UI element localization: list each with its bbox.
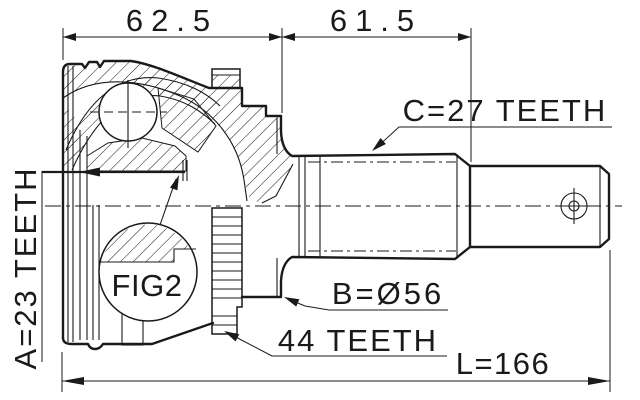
detail-balloon: FIG2	[98, 175, 198, 322]
housing-diameter-text: B=Ø56	[332, 276, 444, 311]
ball-bearing	[90, 80, 167, 148]
outer-spline-text: C=27 TEETH	[403, 93, 608, 128]
callout-inner-spline: A=23 TEETH	[8, 167, 185, 370]
dim-length-text: L=166	[456, 346, 551, 381]
dimension-housing-width: 62.5	[62, 3, 283, 113]
abs-ring-text: 44 TEETH	[278, 323, 438, 358]
abs-tone-ring	[211, 68, 243, 335]
callout-outer-spline: C=27 TEETH	[372, 93, 612, 151]
tone-ring-teeth	[212, 216, 242, 326]
inner-spline-bore-lines	[67, 66, 188, 342]
dimension-spline-section: 61.5	[282, 3, 472, 162]
dim-62-5-text: 62.5	[126, 3, 218, 38]
inner-spline-text: A=23 TEETH	[8, 167, 43, 370]
bearing-cage-curves	[62, 77, 294, 204]
callout-housing-diameter: B=Ø56	[284, 276, 448, 311]
detail-leader-arrowhead	[170, 175, 179, 191]
callout-abs-ring: 44 TEETH	[224, 323, 447, 358]
detail-balloon-label: FIG2	[112, 268, 183, 303]
dim-61-5-text: 61.5	[330, 3, 422, 38]
dimension-overall-length: L=166	[61, 250, 611, 392]
